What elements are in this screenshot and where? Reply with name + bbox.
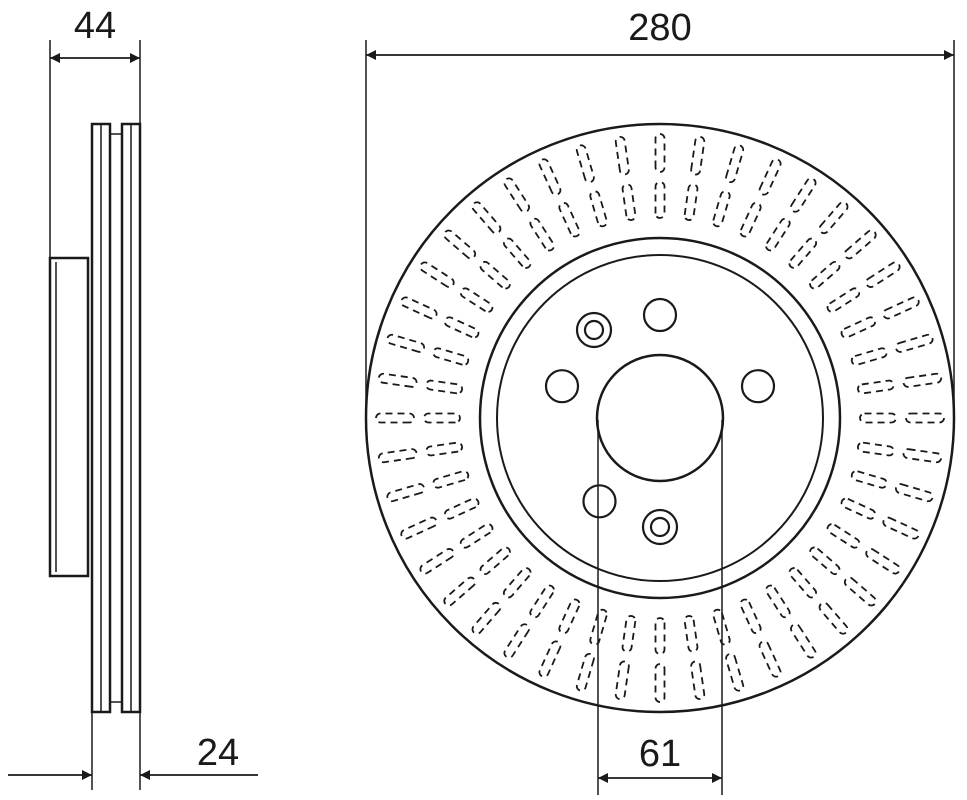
center-bore-label: 61: [639, 733, 681, 775]
vent-slot: [386, 470, 470, 503]
vent-slot: [859, 412, 945, 424]
vent-slot: [443, 229, 511, 290]
vent-slot: [538, 158, 581, 238]
vent-slot: [840, 296, 920, 339]
center-bore: [595, 353, 725, 483]
vent-slot: [386, 333, 470, 366]
vent-slot: [419, 523, 494, 575]
bolt-holes: [544, 297, 776, 546]
vent-slot: [654, 617, 666, 703]
vent-slot: [683, 135, 706, 221]
bolt-hole: [544, 369, 580, 404]
vent-slots: [375, 133, 945, 703]
bolt-hole: [582, 484, 617, 519]
vent-slot: [375, 412, 461, 424]
vent-slot: [857, 441, 943, 464]
vent-slot: [400, 497, 480, 540]
vent-slot: [826, 261, 901, 313]
vent-slot: [377, 372, 463, 395]
bolt-hole: [642, 297, 678, 333]
disc-outer-edge: [364, 122, 956, 714]
vent-slot: [400, 296, 480, 339]
vent-slot: [788, 567, 849, 635]
vent-slot: [575, 608, 608, 692]
vent-slot: [443, 546, 511, 607]
outer-diameter-label: 280: [628, 7, 691, 49]
vent-slot: [765, 177, 817, 252]
vent-slot: [419, 261, 494, 313]
vent-slot: [683, 615, 706, 701]
vent-slot: [503, 584, 555, 659]
disc-thickness-label: 24: [197, 732, 239, 774]
vent-slot: [840, 497, 920, 540]
vent-slot: [377, 441, 463, 464]
vent-slot: [826, 523, 901, 575]
vent-slot: [788, 201, 849, 269]
side-view-hub: [48, 256, 90, 578]
hub-height-label: 44: [74, 5, 116, 47]
vent-slot: [503, 177, 555, 252]
friction-ring-inner-edge: [478, 236, 842, 600]
vent-slot: [614, 615, 637, 701]
hat-outer-edge: [496, 254, 824, 582]
vent-slot: [739, 598, 782, 678]
vent-slot: [538, 598, 581, 678]
vent-slot: [614, 135, 637, 221]
vent-slot: [471, 567, 532, 635]
threaded-hole: [575, 311, 613, 349]
vent-slot: [857, 372, 943, 395]
vent-slot: [809, 546, 877, 607]
vent-slot: [654, 133, 666, 219]
vent-slot: [471, 201, 532, 269]
threaded-hole: [641, 508, 679, 546]
bolt-hole: [740, 369, 776, 404]
side-view: 44 24: [8, 5, 258, 790]
vent-slot: [712, 608, 745, 692]
vent-slot: [850, 470, 934, 503]
front-view: 280 61: [364, 7, 956, 795]
vent-slot: [575, 144, 608, 228]
vent-slot: [765, 584, 817, 659]
vent-slot: [739, 158, 782, 238]
vent-slot: [850, 333, 934, 366]
vent-slot: [712, 144, 745, 228]
vent-slot: [809, 229, 877, 290]
